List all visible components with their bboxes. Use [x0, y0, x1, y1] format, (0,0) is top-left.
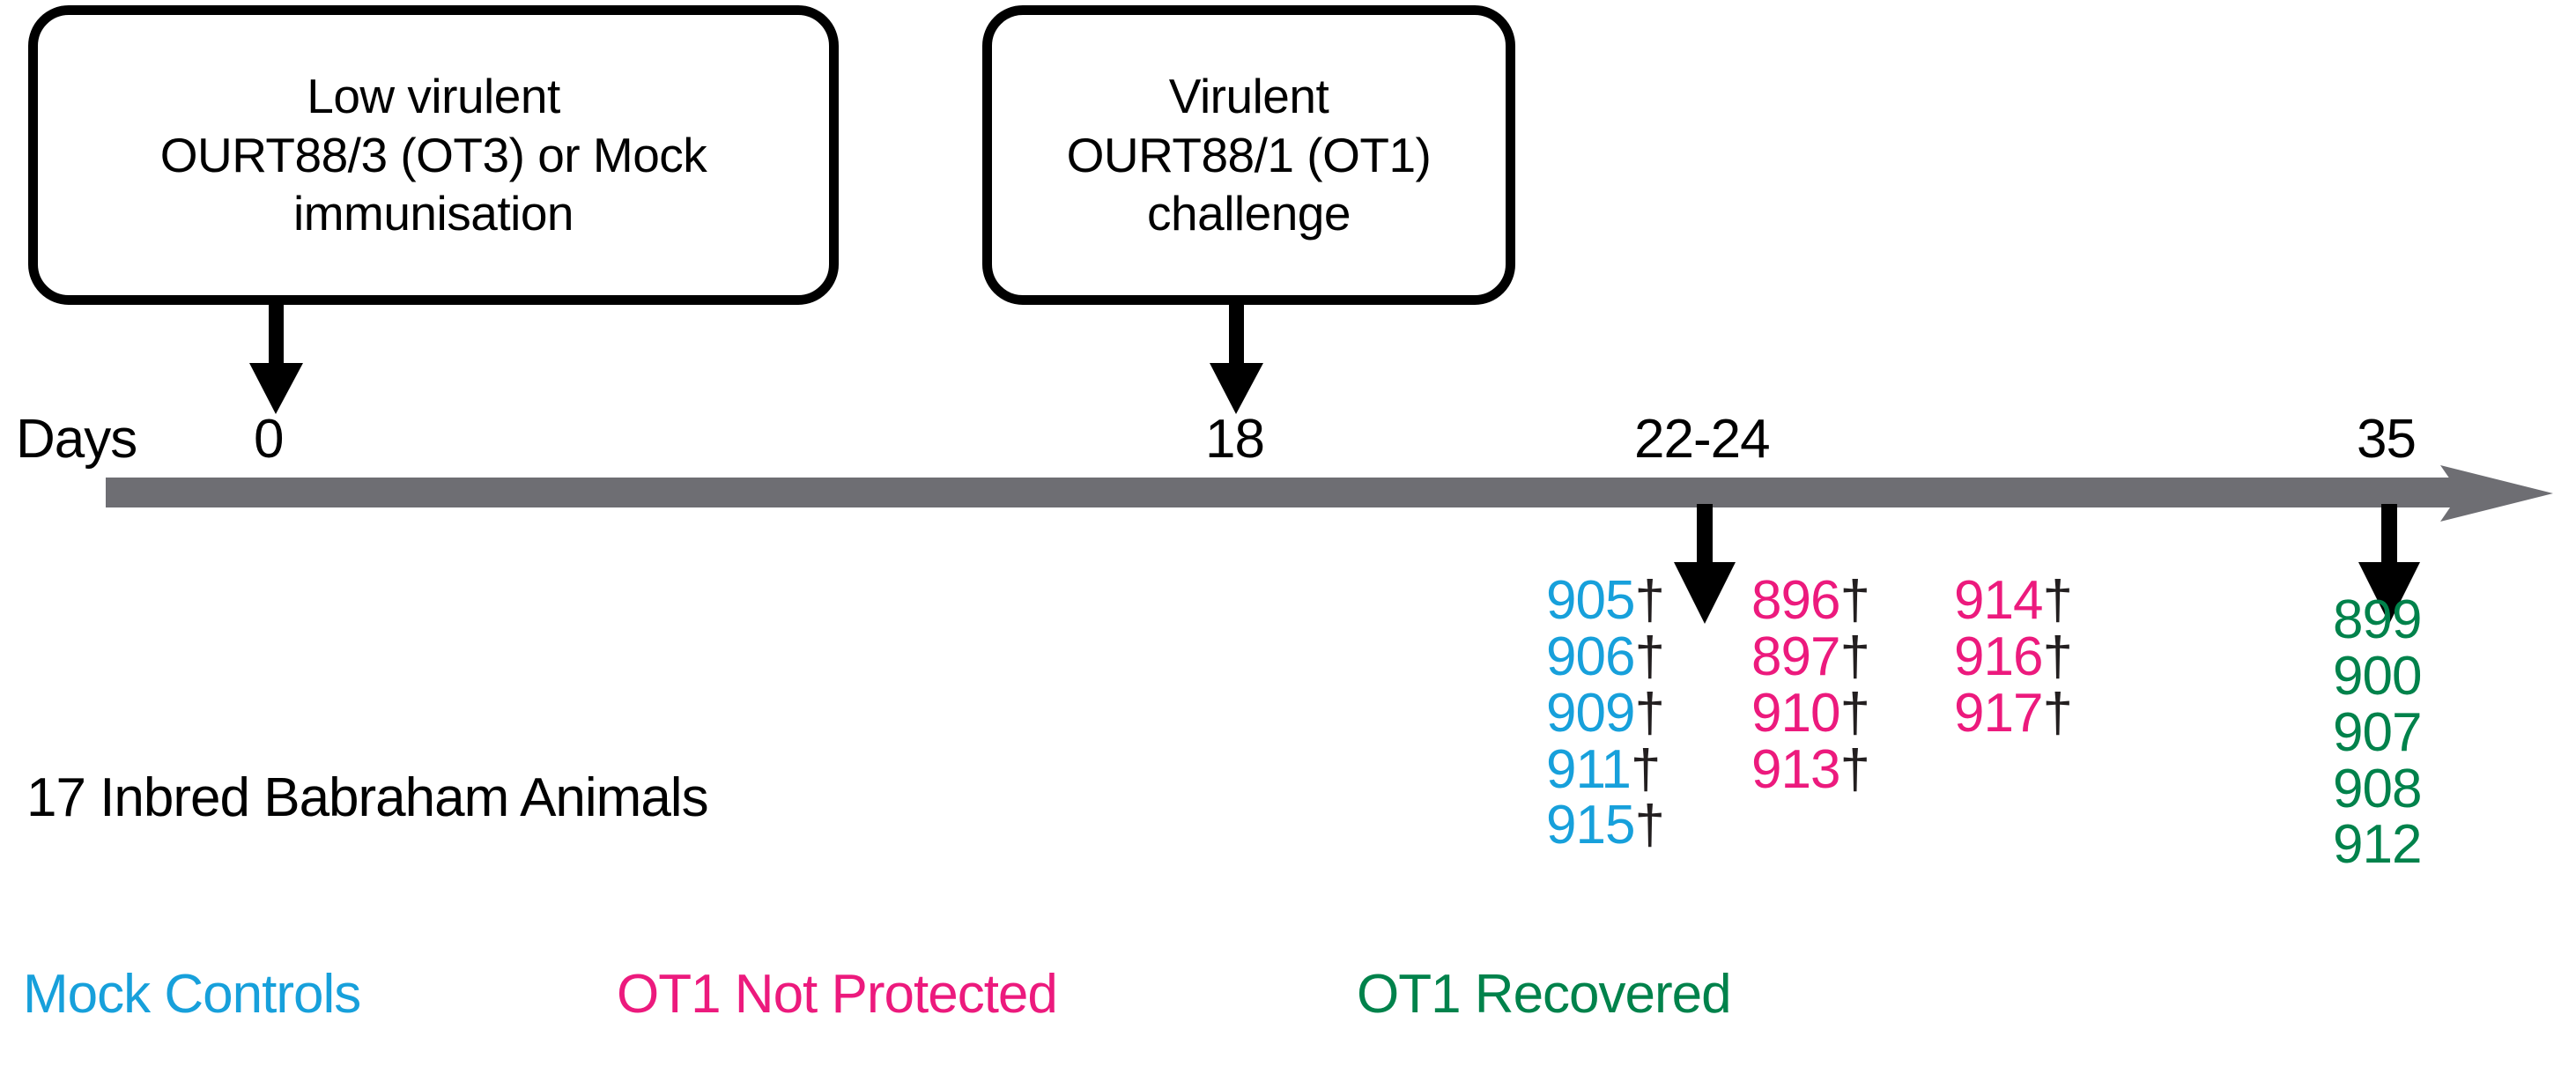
animal-id-entry: 909†	[1546, 682, 1665, 744]
animal-id-entry: 912	[2333, 814, 2422, 876]
down-arrow-day-22-24	[1674, 504, 1736, 624]
timeline-axis-arrowhead-icon	[2440, 465, 2553, 522]
animal-id-entry: 910†	[1751, 682, 1870, 744]
dagger-icon: †	[1839, 570, 1869, 631]
event-box-challenge: Virulent OURT88/1 (OT1) challenge	[982, 5, 1515, 305]
axis-tick-label-0: 0	[254, 409, 284, 470]
axis-caption-days: Days	[16, 409, 137, 470]
animal-id-entry: 914†	[1954, 570, 2073, 631]
event-box-immunisation-line-3: immunisation	[292, 186, 574, 241]
dagger-icon: †	[1634, 570, 1664, 631]
animal-id-entry: 899	[2333, 589, 2422, 650]
animal-id-entry: 897†	[1751, 626, 1870, 687]
animal-id-entry: 906†	[1546, 626, 1665, 687]
event-box-immunisation-line-1: Low virulent	[307, 69, 560, 124]
dagger-icon: †	[1634, 795, 1664, 856]
dagger-icon: †	[1630, 738, 1661, 800]
event-box-challenge-line-3: challenge	[1147, 186, 1351, 241]
id-column-ot1-not-protected-a: 896† 897† 910† 913†	[1751, 570, 1870, 800]
event-box-immunisation-line-2: OURT88/3 (OT3) or Mock	[159, 127, 707, 182]
dagger-icon: †	[1839, 682, 1869, 744]
cohort-note: 17 Inbred Babraham Animals	[26, 767, 709, 828]
id-column-ot1-recovered: 899 900 907 908 912	[2333, 589, 2422, 876]
legend-item-ot1-not-protected: OT1 Not Protected	[617, 964, 1058, 1025]
axis-tick-label-18: 18	[1205, 409, 1265, 470]
legend-item-mock-controls: Mock Controls	[23, 964, 361, 1025]
dagger-icon: †	[1839, 626, 1869, 687]
dagger-icon: †	[2042, 570, 2072, 631]
event-box-challenge-line-1: Virulent	[1168, 69, 1329, 124]
animal-id-entry: 907	[2333, 701, 2422, 763]
timeline-axis-bar	[106, 478, 2484, 507]
id-column-mock-controls: 905† 906† 909† 911† 915†	[1546, 570, 1665, 856]
animal-id-entry: 911†	[1546, 738, 1661, 800]
animal-id-entry: 908	[2333, 758, 2422, 819]
animal-id-entry: 900	[2333, 645, 2422, 707]
animal-id-entry: 905†	[1546, 570, 1665, 631]
down-arrow-day-35	[2358, 504, 2420, 624]
animal-id-entry: 896†	[1751, 570, 1870, 631]
id-column-ot1-not-protected-b: 914† 916† 917†	[1954, 570, 2073, 744]
dagger-icon: †	[1634, 626, 1664, 687]
animal-id-entry: 913†	[1751, 738, 1870, 800]
connector-arrow-challenge-to-day18	[1210, 300, 1263, 414]
animal-id-entry: 916†	[1954, 626, 2073, 687]
dagger-icon: †	[1634, 682, 1664, 744]
axis-tick-label-35: 35	[2357, 409, 2417, 470]
axis-tick-label-22-24: 22-24	[1634, 409, 1771, 470]
legend-item-ot1-recovered: OT1 Recovered	[1357, 964, 1732, 1025]
dagger-icon: †	[1839, 738, 1869, 800]
animal-id-entry: 917†	[1954, 682, 2073, 744]
dagger-icon: †	[2042, 682, 2072, 744]
connector-arrow-immunisation-to-day0	[249, 300, 303, 414]
event-box-challenge-line-2: OURT88/1 (OT1)	[1066, 127, 1432, 182]
event-box-immunisation: Low virulent OURT88/3 (OT3) or Mock immu…	[28, 5, 839, 305]
animal-id-entry: 915†	[1546, 795, 1665, 856]
dagger-icon: †	[2042, 626, 2072, 687]
